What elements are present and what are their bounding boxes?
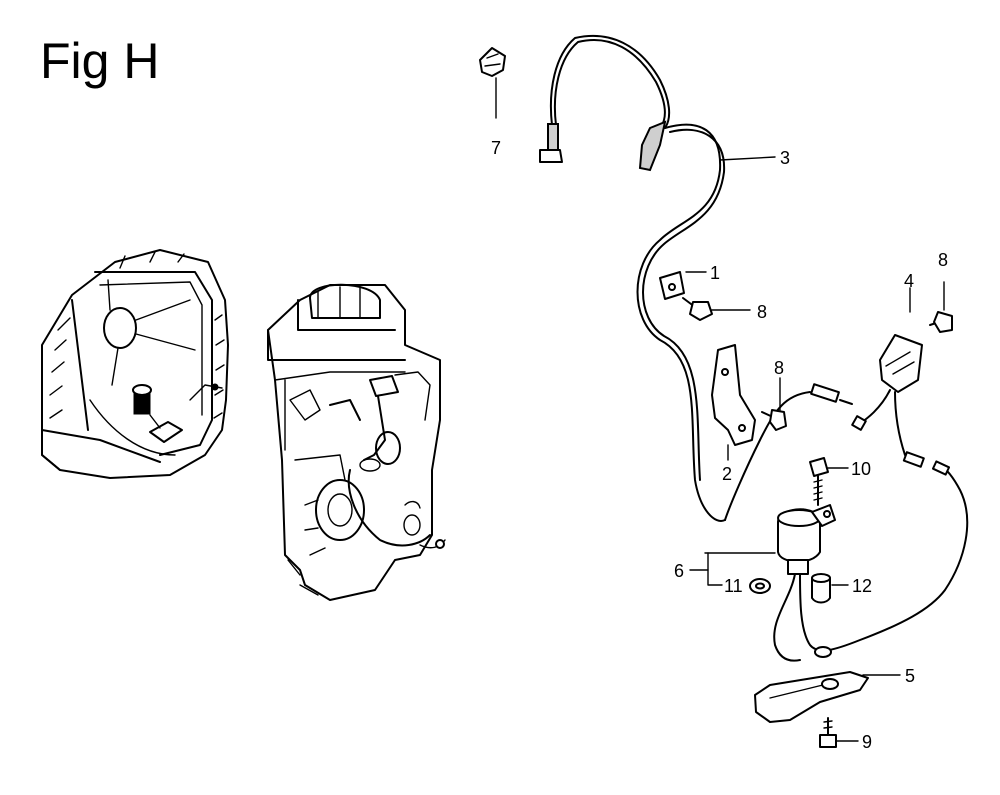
callout-8-upper: 8 bbox=[757, 302, 767, 322]
callout-10: 10 bbox=[851, 459, 871, 479]
callout-9: 9 bbox=[862, 732, 872, 752]
figure-title: Fig H bbox=[40, 33, 160, 89]
part-3-wire-harness bbox=[539, 34, 853, 522]
callout-6: 6 bbox=[674, 561, 684, 581]
callout-8-middle: 8 bbox=[774, 358, 784, 378]
part-1-bracket bbox=[659, 271, 707, 300]
part-9-bolt bbox=[819, 717, 859, 748]
callout-7: 7 bbox=[491, 138, 501, 158]
callout-11: 11 bbox=[724, 576, 743, 596]
part-5-plate bbox=[754, 671, 901, 723]
engine-block-view bbox=[267, 283, 446, 601]
callout-12: 12 bbox=[852, 576, 872, 596]
part-10-bolt bbox=[809, 457, 849, 506]
callout-2: 2 bbox=[722, 464, 732, 484]
part-2-mount-bracket bbox=[711, 344, 756, 461]
callout-3: 3 bbox=[780, 148, 790, 168]
callout-8-right: 8 bbox=[938, 250, 948, 270]
part-7-wire-clip bbox=[479, 47, 506, 119]
engine-case-fan-view bbox=[41, 249, 229, 479]
callout-1: 1 bbox=[710, 263, 720, 283]
part-8-screw-upper bbox=[682, 297, 751, 321]
part-11-washer bbox=[749, 578, 771, 594]
callout-4: 4 bbox=[904, 271, 914, 291]
part-12-collar bbox=[811, 573, 849, 604]
part-6-coil-assembly bbox=[689, 460, 969, 662]
part-4-ignition-module bbox=[851, 287, 925, 468]
callout-5: 5 bbox=[905, 666, 915, 686]
part-8-screw-right bbox=[929, 281, 953, 333]
part-8-screw-middle bbox=[761, 377, 787, 431]
